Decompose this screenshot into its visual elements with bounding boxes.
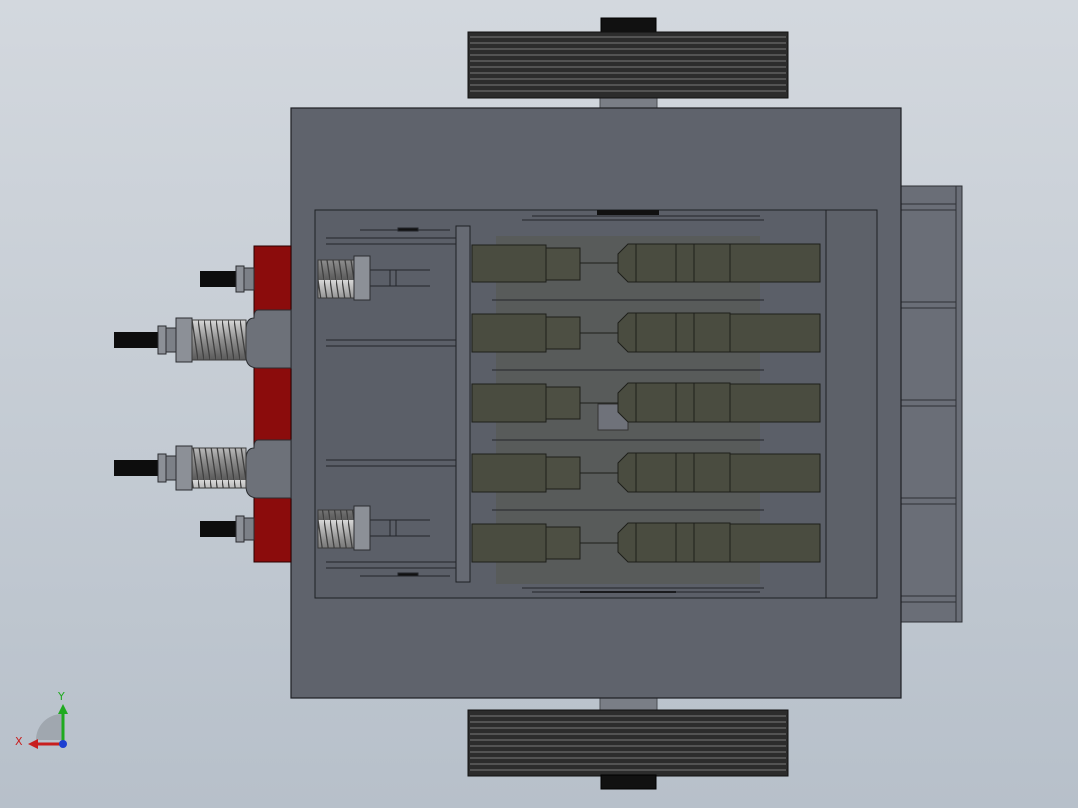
x-axis-label: X — [15, 735, 23, 748]
y-axis-label: Y — [57, 690, 65, 703]
hammer-row-1[interactable] — [471, 243, 821, 283]
spring-assembly-upper[interactable] — [114, 317, 247, 363]
bottom-pulley[interactable] — [467, 697, 789, 790]
hammer-row-2[interactable] — [471, 312, 821, 353]
right-frame[interactable] — [899, 185, 963, 623]
hammer-row-5[interactable] — [471, 522, 821, 563]
tension-bolt-top[interactable] — [200, 265, 255, 293]
hammer-row-4[interactable] — [471, 452, 821, 493]
left-red-frame[interactable] — [245, 245, 292, 563]
inner-linkage — [326, 227, 456, 577]
top-pulley[interactable] — [467, 17, 789, 111]
inner-spring-top[interactable] — [317, 255, 371, 301]
spring-assembly-lower[interactable] — [114, 445, 247, 491]
inner-spring-bottom[interactable] — [317, 505, 371, 551]
axis-triad: Y X — [15, 690, 68, 749]
hammer-row-3[interactable] — [471, 382, 821, 423]
tension-bolt-bottom[interactable] — [200, 515, 255, 543]
